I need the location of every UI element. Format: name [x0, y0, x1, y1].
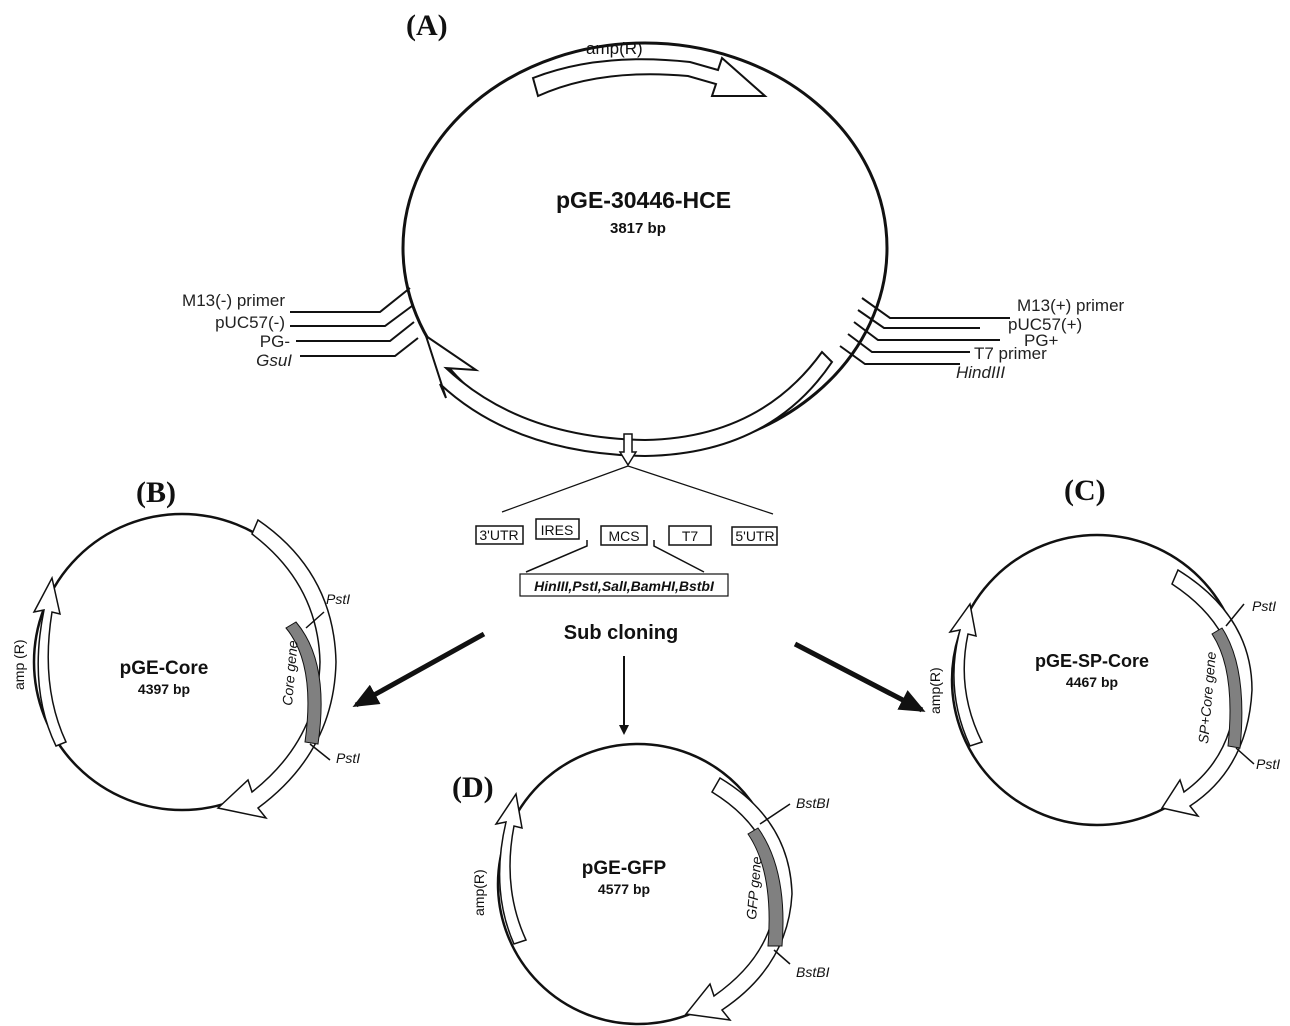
feature-m13-minus-label: M13(-) primer — [182, 291, 285, 310]
insert-t7-box — [668, 525, 712, 546]
panel-a-letter: (A) — [406, 9, 448, 42]
plasmid-d-gene-label: GFP gene — [743, 856, 764, 921]
plasmid-b-name: pGE-Core — [120, 658, 209, 679]
plasmid-c-site-bottom: PstI — [1256, 756, 1280, 772]
plasmid-b-site-top: PstI — [326, 591, 350, 607]
plasmid-c-gene-label: SP+Core gene — [1195, 651, 1219, 744]
insert-3utr-label: 3'UTR — [479, 527, 518, 543]
plasmid-c-amp-label: amp(R) — [927, 667, 943, 714]
plasmid-a-left-features: M13(-) primer pUC57(-) PG- GsuI — [182, 287, 419, 370]
plasmid-a-size: 3817 bp — [610, 220, 666, 237]
plasmid-b-amp-arrow — [32, 575, 68, 747]
insert-5utr-box — [731, 526, 778, 546]
insert-ires-box — [535, 518, 580, 540]
plasmid-c-size: 4467 bp — [1066, 674, 1118, 690]
plasmid-d-name: pGE-GFP — [582, 858, 667, 879]
plasmid-b-gene-segment — [285, 621, 322, 745]
insert-mcs-label: MCS — [608, 528, 639, 544]
feature-puc57-plus-label: pUC57(+) — [1008, 315, 1082, 334]
arrow-to-c — [793, 641, 926, 713]
plasmid-a-insert-arrow — [424, 333, 834, 458]
panel-d: (D) amp(R) pGE-GFP 4577 bp GFP gene BstB… — [452, 742, 830, 1026]
plasmid-a-amp-label: amp(R) — [586, 39, 643, 58]
subcloning-caption: Sub cloning — [564, 622, 678, 644]
panel-b-letter: (B) — [136, 476, 176, 509]
plasmid-a-name: pGE-30446-HCE — [556, 187, 731, 213]
feature-hindiii-label: HindIII — [956, 363, 1005, 382]
plasmid-d-gene-segment — [747, 827, 784, 947]
plasmid-c-site-top: PstI — [1252, 598, 1276, 614]
arrow-to-b — [352, 631, 486, 708]
plasmid-c-amp-arrow — [948, 602, 984, 747]
insert-t7-label: T7 — [682, 528, 699, 544]
feature-puc57-minus-label: pUC57(-) — [215, 313, 285, 332]
feature-pg-minus-label: PG- — [260, 332, 290, 351]
insert-map: 3'UTR IRES MCS T7 5'UTR HinIII,PstI,SalI… — [352, 465, 926, 735]
panel-c-letter: (C) — [1064, 474, 1106, 507]
insert-3utr-box — [475, 525, 524, 545]
feature-t7-primer-label: T7 primer — [974, 344, 1047, 363]
plasmid-b-gene-label: Core gene — [279, 640, 301, 707]
insert-mcs-box — [600, 525, 648, 546]
plasmid-c-name: pGE-SP-Core — [1035, 651, 1149, 671]
plasmid-d-amp-arrow — [494, 792, 528, 945]
panel-a: (A) amp(R) pGE-30446-HCE 3817 bp M13(-) … — [182, 9, 1125, 467]
plasmid-a-amp-arrow — [531, 56, 768, 98]
feature-m13-plus-label: M13(+) primer — [1017, 296, 1125, 315]
feature-gsui-label: GsuI — [256, 351, 292, 370]
plasmid-b-insert-arrow — [216, 518, 337, 820]
plasmid-d-amp-label: amp(R) — [471, 869, 487, 916]
mcs-sites-box — [519, 573, 729, 597]
panel-c: (C) amp(R) pGE-SP-Core 4467 bp SP+Core g… — [927, 474, 1280, 827]
plasmid-a-right-features: M13(+) primer pUC57(+) PG+ T7 primer Hin… — [839, 296, 1125, 382]
insert-5utr-label: 5'UTR — [735, 528, 774, 544]
insert-ires-label: IRES — [541, 522, 574, 538]
panel-b: (B) amp (R) pGE-Core 4397 bp Core gene P… — [11, 476, 360, 820]
plasmid-c-gene-segment — [1211, 627, 1243, 749]
mcs-sites-label: HinIII,PstI,SalI,BamHI,BstbI — [534, 578, 715, 594]
plasmid-d-site-bottom: BstBI — [796, 964, 830, 980]
plasmid-b-site-bottom: PstI — [336, 750, 360, 766]
panel-d-letter: (D) — [452, 771, 494, 804]
plasmid-b-amp-label: amp (R) — [11, 639, 27, 690]
insert-expand-arrow — [618, 433, 638, 467]
plasmid-d-size: 4577 bp — [598, 881, 650, 897]
plasmid-b-size: 4397 bp — [138, 681, 190, 697]
plasmid-d-site-top: BstBI — [796, 795, 830, 811]
feature-pg-plus-label: PG+ — [1024, 331, 1059, 350]
